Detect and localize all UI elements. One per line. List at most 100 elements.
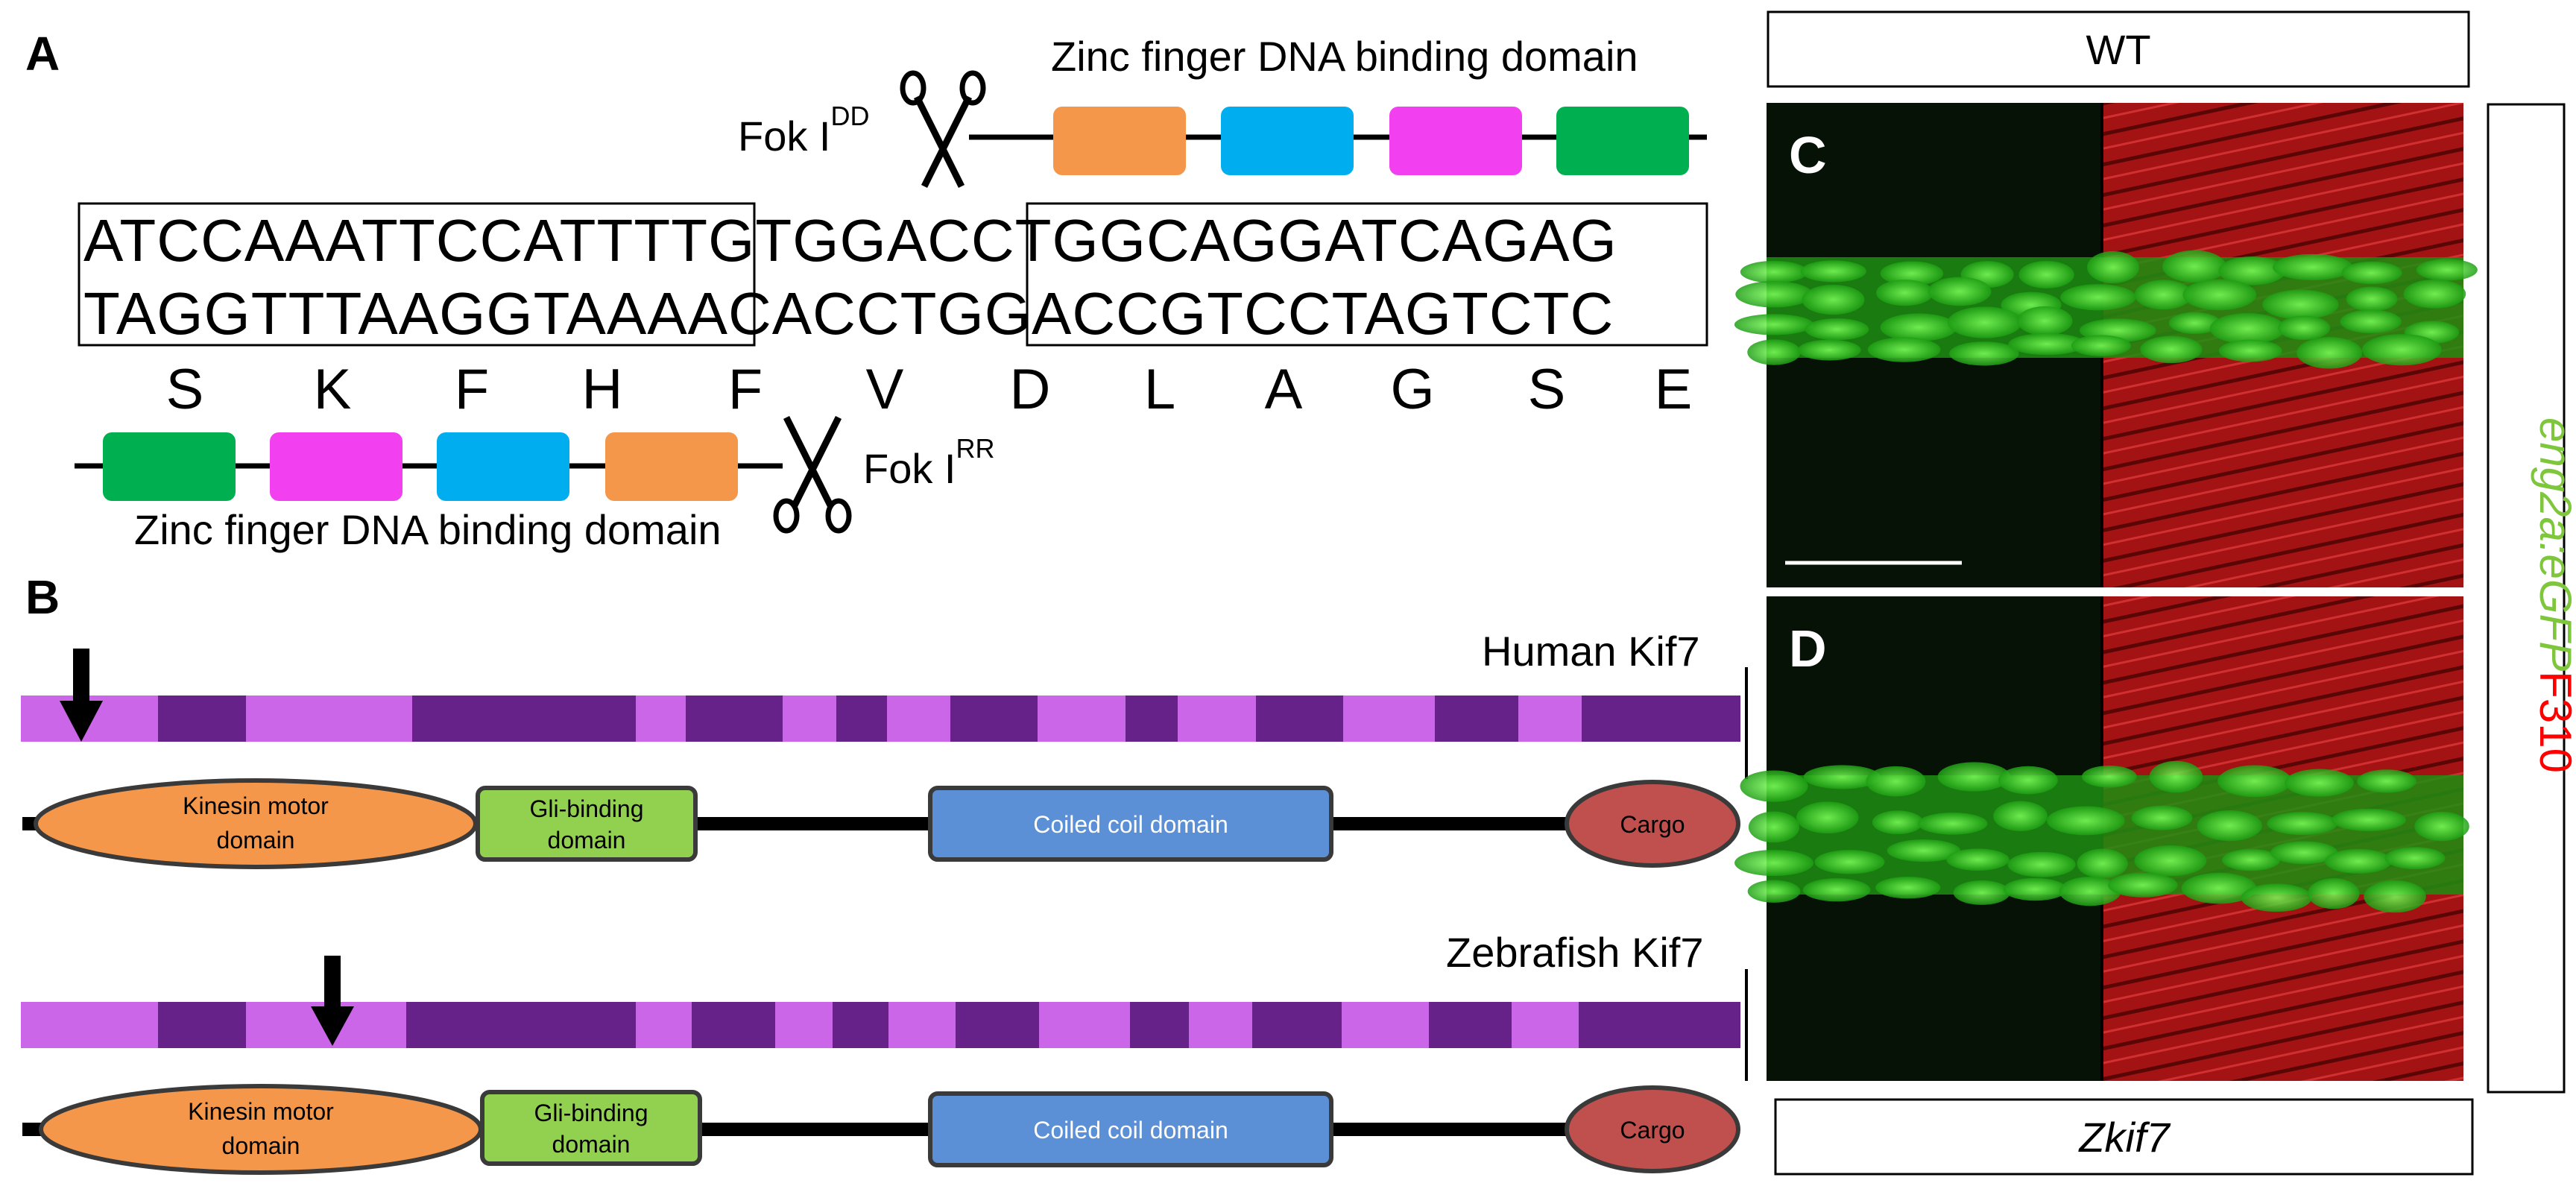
zinc-finger-box: [1556, 107, 1689, 175]
amino-acid-letter: E: [1655, 358, 1693, 421]
zinc-finger-box: [437, 432, 569, 501]
panel-label-b: B: [25, 570, 60, 624]
amino-acid-letter: F: [728, 358, 763, 421]
cargo-domain: [1565, 780, 1740, 868]
exon-segment: [833, 1002, 888, 1048]
gli-binding-domain: [476, 786, 698, 862]
amino-acid-letter: D: [1010, 358, 1051, 421]
cargo-domain: [1565, 1085, 1740, 1173]
exon-segment: [1130, 1002, 1189, 1048]
zinc-finger-box: [270, 432, 402, 501]
arrow-down-icon: [60, 649, 103, 742]
zinc-finger-box: [1053, 107, 1186, 175]
arrow-down-icon: [311, 956, 354, 1046]
zebrafish-kif7-title: Zebrafish Kif7: [1446, 929, 1704, 976]
dna-strand-bottom: TAGGTTTAAGGTAAAACACCTGGACCGTCCTAGTCTC: [83, 280, 1614, 347]
scissors-icon: [773, 415, 852, 534]
zf-domains-top: [1053, 107, 1689, 175]
exon-segment: [406, 1002, 636, 1048]
exon-segment: [1178, 696, 1256, 742]
exon-segment: [1126, 696, 1178, 742]
binding-site-box-right: [1026, 202, 1708, 347]
coiled-coil-domain: [928, 1091, 1333, 1167]
kinesin-label-line1: Kinesin motor: [188, 1098, 334, 1125]
exon-segment: [412, 696, 636, 742]
amino-acid-letter: L: [1144, 358, 1175, 421]
dna-strand-top: ATCCAAATTCCATTTTGTGGACCTGGCAGGATCAGAG: [83, 207, 1617, 274]
cargo-label: Cargo: [1620, 1117, 1685, 1144]
amino-acid-letter: S: [166, 358, 204, 421]
kinesin-label-line1: Kinesin motor: [183, 792, 329, 819]
zebrafish-exon-bar: [21, 1002, 1740, 1048]
fok-label-top: Fok IDD: [738, 101, 869, 160]
gli-label-line1: Gli-binding: [530, 795, 644, 822]
kinesin-label-line2: domain: [217, 827, 295, 854]
side-label-box: [2487, 103, 2566, 1094]
exon-segment: [1342, 1002, 1429, 1048]
exon-segment: [1256, 696, 1343, 742]
exon-segment: [636, 696, 686, 742]
exon-segment: [1189, 1002, 1252, 1048]
exon-segment: [1518, 696, 1582, 742]
amino-acid-letter: S: [1528, 358, 1566, 421]
gli-label-line2: domain: [552, 1131, 631, 1158]
exon-segment: [1582, 696, 1740, 742]
panel-label-c: C: [1789, 126, 1827, 184]
side-label-red: F310: [2531, 671, 2576, 773]
scissors-icon: [900, 70, 986, 189]
exon-segment: [246, 696, 412, 742]
zinc-finger-box: [1389, 107, 1522, 175]
exon-segment: [1435, 696, 1518, 742]
zinc-finger-box: [1221, 107, 1354, 175]
exon-segment: [888, 1002, 956, 1048]
exon-segment: [887, 696, 950, 742]
exon-segment: [1343, 696, 1435, 742]
gli-binding-domain: [480, 1090, 702, 1166]
exon-segment: [1429, 1002, 1512, 1048]
human-kif7-title: Human Kif7: [1482, 628, 1700, 675]
zinc-finger-box: [103, 432, 236, 501]
amino-acid-letter: A: [1265, 358, 1303, 421]
kinesin-label-line2: domain: [222, 1132, 300, 1159]
exon-segment: [686, 696, 783, 742]
amino-acid-letter: K: [314, 358, 352, 421]
exon-segment: [783, 696, 836, 742]
exon-segment: [1038, 696, 1126, 742]
exon-segment: [836, 696, 887, 742]
coiled-coil-domain: [928, 786, 1333, 862]
mutant-label-box: [1774, 1098, 2474, 1176]
human-exon-bar: [21, 696, 1740, 742]
exon-segment: [636, 1002, 692, 1048]
wt-label-box: [1767, 10, 2470, 88]
exon-segment: [21, 1002, 158, 1048]
fok-label-bottom: Fok IRR: [863, 433, 994, 492]
micrograph-d: D: [1734, 596, 2469, 1081]
amino-acid-letter: H: [582, 358, 623, 421]
zf-label-bottom: Zinc finger DNA binding domain: [134, 506, 722, 553]
gli-label-line1: Gli-binding: [534, 1100, 648, 1126]
exon-segment: [1579, 1002, 1740, 1048]
exon-segment: [692, 1002, 775, 1048]
side-label: eng2a:eGFPF310: [2531, 417, 2576, 773]
exon-segment: [1039, 1002, 1130, 1048]
wt-label: WT: [2086, 26, 2150, 73]
gli-label-line2: domain: [548, 827, 626, 854]
exon-segment: [956, 1002, 1039, 1048]
exon-segment: [775, 1002, 833, 1048]
amino-acid-letter: G: [1390, 358, 1434, 421]
panel-label-d: D: [1789, 619, 1827, 678]
side-label-green: eng2a:eGFP: [2531, 417, 2576, 671]
zf-label-top: Zinc finger DNA binding domain: [1051, 33, 1638, 80]
amino-acid-letter: V: [866, 358, 904, 421]
amino-acid-letter: F: [455, 358, 489, 421]
exon-segment: [158, 1002, 246, 1048]
coiled-coil-label: Coiled coil domain: [1033, 811, 1228, 838]
exon-segment: [1252, 1002, 1342, 1048]
zf-domains-bottom: [103, 432, 738, 501]
micrograph-c: C: [1734, 103, 2478, 587]
exon-segment: [158, 696, 246, 742]
panel-label-a: A: [25, 27, 60, 81]
zebrafish-domain-map: Kinesin motor domain Gli-binding domain …: [22, 1084, 1740, 1175]
mutant-label: Zkif7: [2077, 1114, 2171, 1161]
